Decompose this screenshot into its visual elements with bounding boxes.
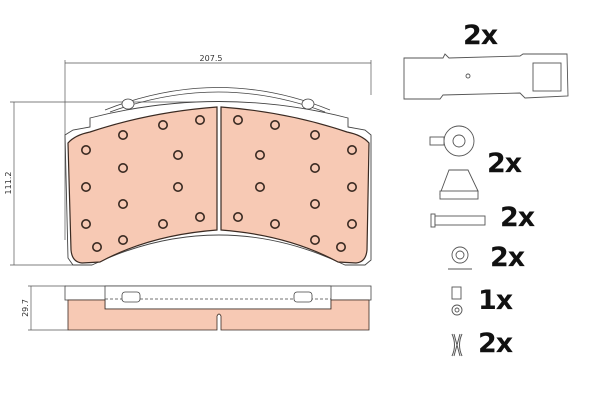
rivet-hole xyxy=(118,199,129,210)
rivet-hole xyxy=(309,130,320,141)
friction-pad-left xyxy=(67,106,218,264)
rivet-hole xyxy=(346,145,357,156)
qty-pin: 2x xyxy=(500,202,535,233)
washer-icon xyxy=(448,246,472,270)
spring-clip-icon xyxy=(451,333,463,357)
rivet-hole xyxy=(346,219,357,230)
rivet-hole xyxy=(233,115,244,126)
qty-spring-clip: 2x xyxy=(478,328,513,359)
backplate-spring xyxy=(104,87,331,113)
friction-pad-right xyxy=(220,106,370,264)
rivet-hole xyxy=(195,115,206,126)
rivet-hole xyxy=(269,219,280,230)
rivet-hole xyxy=(309,235,320,246)
rivet-hole xyxy=(255,150,266,161)
rivet-hole xyxy=(173,150,184,161)
clip-right xyxy=(301,98,315,110)
rivet-hole xyxy=(346,182,357,193)
thickness-label: 29.7 xyxy=(21,299,30,317)
rivet-hole xyxy=(81,145,92,156)
rivet-hole xyxy=(118,163,129,174)
rivet-hole xyxy=(309,163,320,174)
pin-icon xyxy=(430,213,486,228)
side-view xyxy=(64,285,372,331)
rivet-hole xyxy=(118,235,129,246)
rivet-hole xyxy=(269,120,280,131)
rivet-hole xyxy=(195,212,206,223)
qty-clip: 2x xyxy=(463,20,498,51)
qty-nut: 1x xyxy=(478,285,513,316)
rivet-hole xyxy=(335,242,346,253)
rivet-hole xyxy=(173,182,184,193)
nut-icon xyxy=(451,286,463,316)
rivet-hole xyxy=(255,182,266,193)
rivet-hole xyxy=(309,199,320,210)
rivet-holes xyxy=(81,115,357,253)
rivet-hole xyxy=(81,219,92,230)
thickness-dimension xyxy=(28,285,68,331)
clip-left xyxy=(121,98,135,110)
rivet-hole xyxy=(118,130,129,141)
rivet-hole xyxy=(233,212,244,223)
rivet-hole xyxy=(92,242,103,253)
height-label: 111.2 xyxy=(4,172,13,195)
rivet-hole xyxy=(158,120,169,131)
wear-indicator-clip-icon xyxy=(403,53,569,100)
rivet-hole xyxy=(81,182,92,193)
height-dimension xyxy=(10,101,220,266)
sensor-cap-icon xyxy=(429,125,479,200)
qty-sensor-cap: 2x xyxy=(487,148,522,179)
qty-washer: 2x xyxy=(490,242,525,273)
rivet-hole xyxy=(158,219,169,230)
width-label: 207.5 xyxy=(200,54,223,63)
